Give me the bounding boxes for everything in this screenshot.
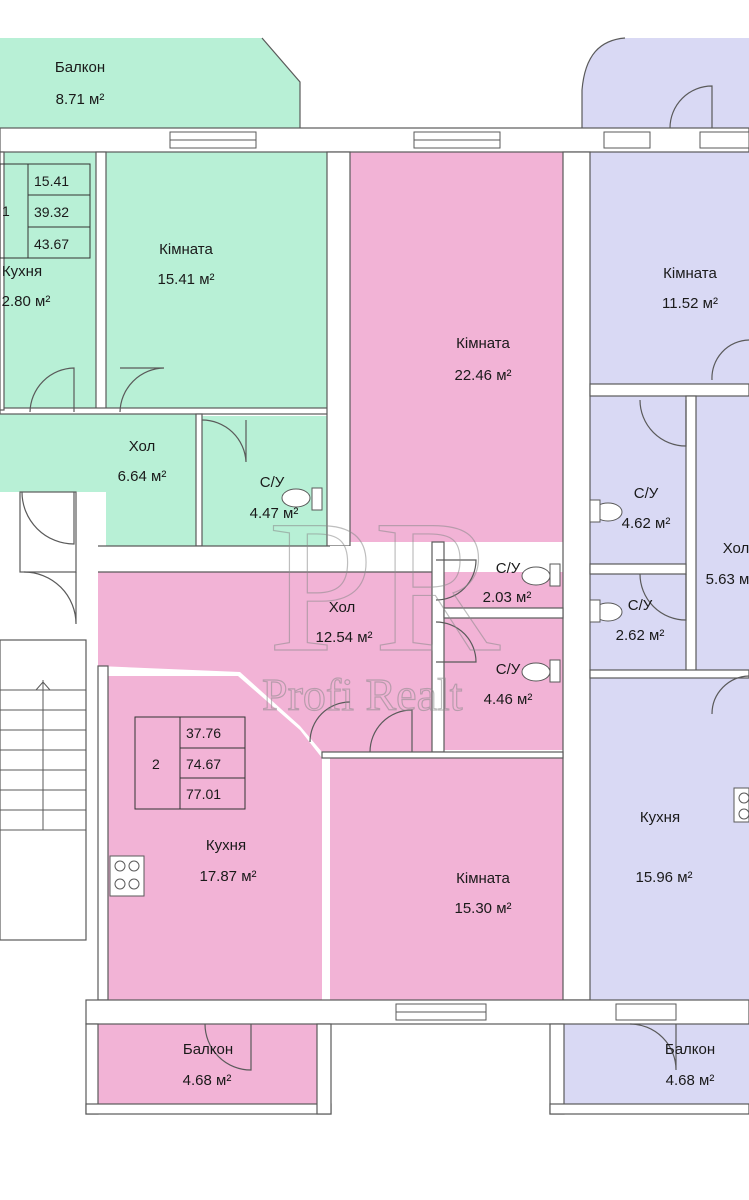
toilet-icon	[521, 563, 561, 587]
room-area: 2.62 м²	[616, 627, 665, 644]
room-name: Балкон	[183, 1041, 233, 1058]
apartment-2	[98, 152, 563, 1104]
room-name: С/У	[496, 661, 521, 678]
room-area: 12.54 м²	[315, 629, 372, 646]
room-name: Кухня	[640, 809, 680, 826]
stove-icon	[733, 787, 749, 823]
room-area: 15.41 м²	[157, 271, 214, 288]
room-name: Кімната	[456, 870, 510, 887]
apt1-area-total: 39.32	[34, 204, 69, 220]
room-area: 17.87 м²	[199, 868, 256, 885]
staircase	[0, 680, 86, 831]
watermark-text: Profi Realt	[262, 669, 463, 720]
room-name: Кімната	[159, 241, 213, 258]
apt1-hall-lower-area	[106, 492, 196, 546]
room-name: Балкон	[55, 59, 105, 76]
apt3-wc2-area	[590, 574, 686, 670]
apt1-wc-area	[202, 416, 327, 546]
room-name: Хол	[723, 540, 749, 557]
apt2-area-total: 74.67	[186, 756, 221, 772]
room-name: Кімната	[456, 335, 510, 352]
apt2-room-big-area	[350, 152, 563, 542]
room-area: 4.62 м²	[622, 515, 671, 532]
room-area: 2.80 м²	[2, 293, 51, 310]
apt3-hall-area	[696, 394, 749, 676]
room-name: Кухня	[206, 837, 246, 854]
apt3-balcony-area	[564, 1024, 749, 1104]
room-area: 4.46 м²	[484, 691, 533, 708]
windows	[169, 131, 749, 1021]
toilet-icon	[281, 487, 323, 511]
watermark-monogram: PR	[268, 482, 501, 692]
apt3-wc1-area	[590, 396, 686, 564]
apartment-3	[564, 38, 749, 1104]
apt1-kitchen-area	[0, 152, 96, 410]
apt3-kitchen-area	[590, 678, 749, 1000]
apartment-1	[0, 38, 327, 546]
room-name: С/У	[628, 597, 653, 614]
room-area: 4.68 м²	[183, 1072, 232, 1089]
room-area: 8.71 м²	[56, 91, 105, 108]
room-area: 15.96 м²	[635, 869, 692, 886]
apt1-area-living: 15.41	[34, 173, 69, 189]
stove-icon	[109, 855, 145, 897]
apt3-room-area	[590, 152, 749, 384]
room-area: 15.30 м²	[454, 900, 511, 917]
room-name: С/У	[634, 485, 659, 502]
toilet-icon	[589, 599, 623, 623]
apt1-area-table	[0, 163, 91, 259]
apt2-balcony-area	[98, 1024, 317, 1104]
room-area: 2.03 м²	[483, 589, 532, 606]
room-name: Кухня	[2, 263, 42, 280]
apt3-balcony-top-area	[582, 38, 749, 128]
apt2-room-small-area	[330, 758, 563, 1000]
apt1-number: 1	[2, 203, 10, 219]
room-area: 6.64 м²	[118, 468, 167, 485]
apt2-area-full: 77.01	[186, 786, 221, 802]
room-area: 4.68 м²	[666, 1072, 715, 1089]
room-name: Хол	[129, 438, 156, 455]
room-area: 4.47 м²	[250, 505, 299, 522]
apt2-area-living: 37.76	[186, 725, 221, 741]
room-name: С/У	[496, 560, 521, 577]
apt1-hall-area	[0, 412, 196, 492]
apt1-room-area	[106, 152, 327, 408]
apt1-area-full: 43.67	[34, 236, 69, 252]
apt2-kitchen-area	[108, 676, 322, 1000]
room-area: 5.63 м²	[706, 571, 749, 588]
apt2-hall-area	[98, 572, 432, 752]
room-labels: Балкон 8.71 м² Кухня 2.80 м² Кімната 15.…	[2, 59, 749, 1089]
room-area: 11.52 м²	[662, 295, 718, 312]
apt2-area-table	[134, 716, 246, 810]
door-swings	[21, 37, 749, 1071]
room-name: С/У	[260, 474, 285, 491]
toilet-icon	[589, 499, 623, 523]
room-name: Кімната	[663, 265, 717, 282]
room-name: Хол	[329, 599, 356, 616]
room-area: 22.46 м²	[454, 367, 511, 384]
room-name: Балкон	[665, 1041, 715, 1058]
watermark: PR Profi Realt	[261, 481, 501, 720]
apt1-balcony-area	[0, 38, 300, 128]
toilet-icon	[521, 659, 561, 683]
apt2-wc2-area	[444, 618, 563, 750]
apt2-number: 2	[152, 756, 160, 772]
